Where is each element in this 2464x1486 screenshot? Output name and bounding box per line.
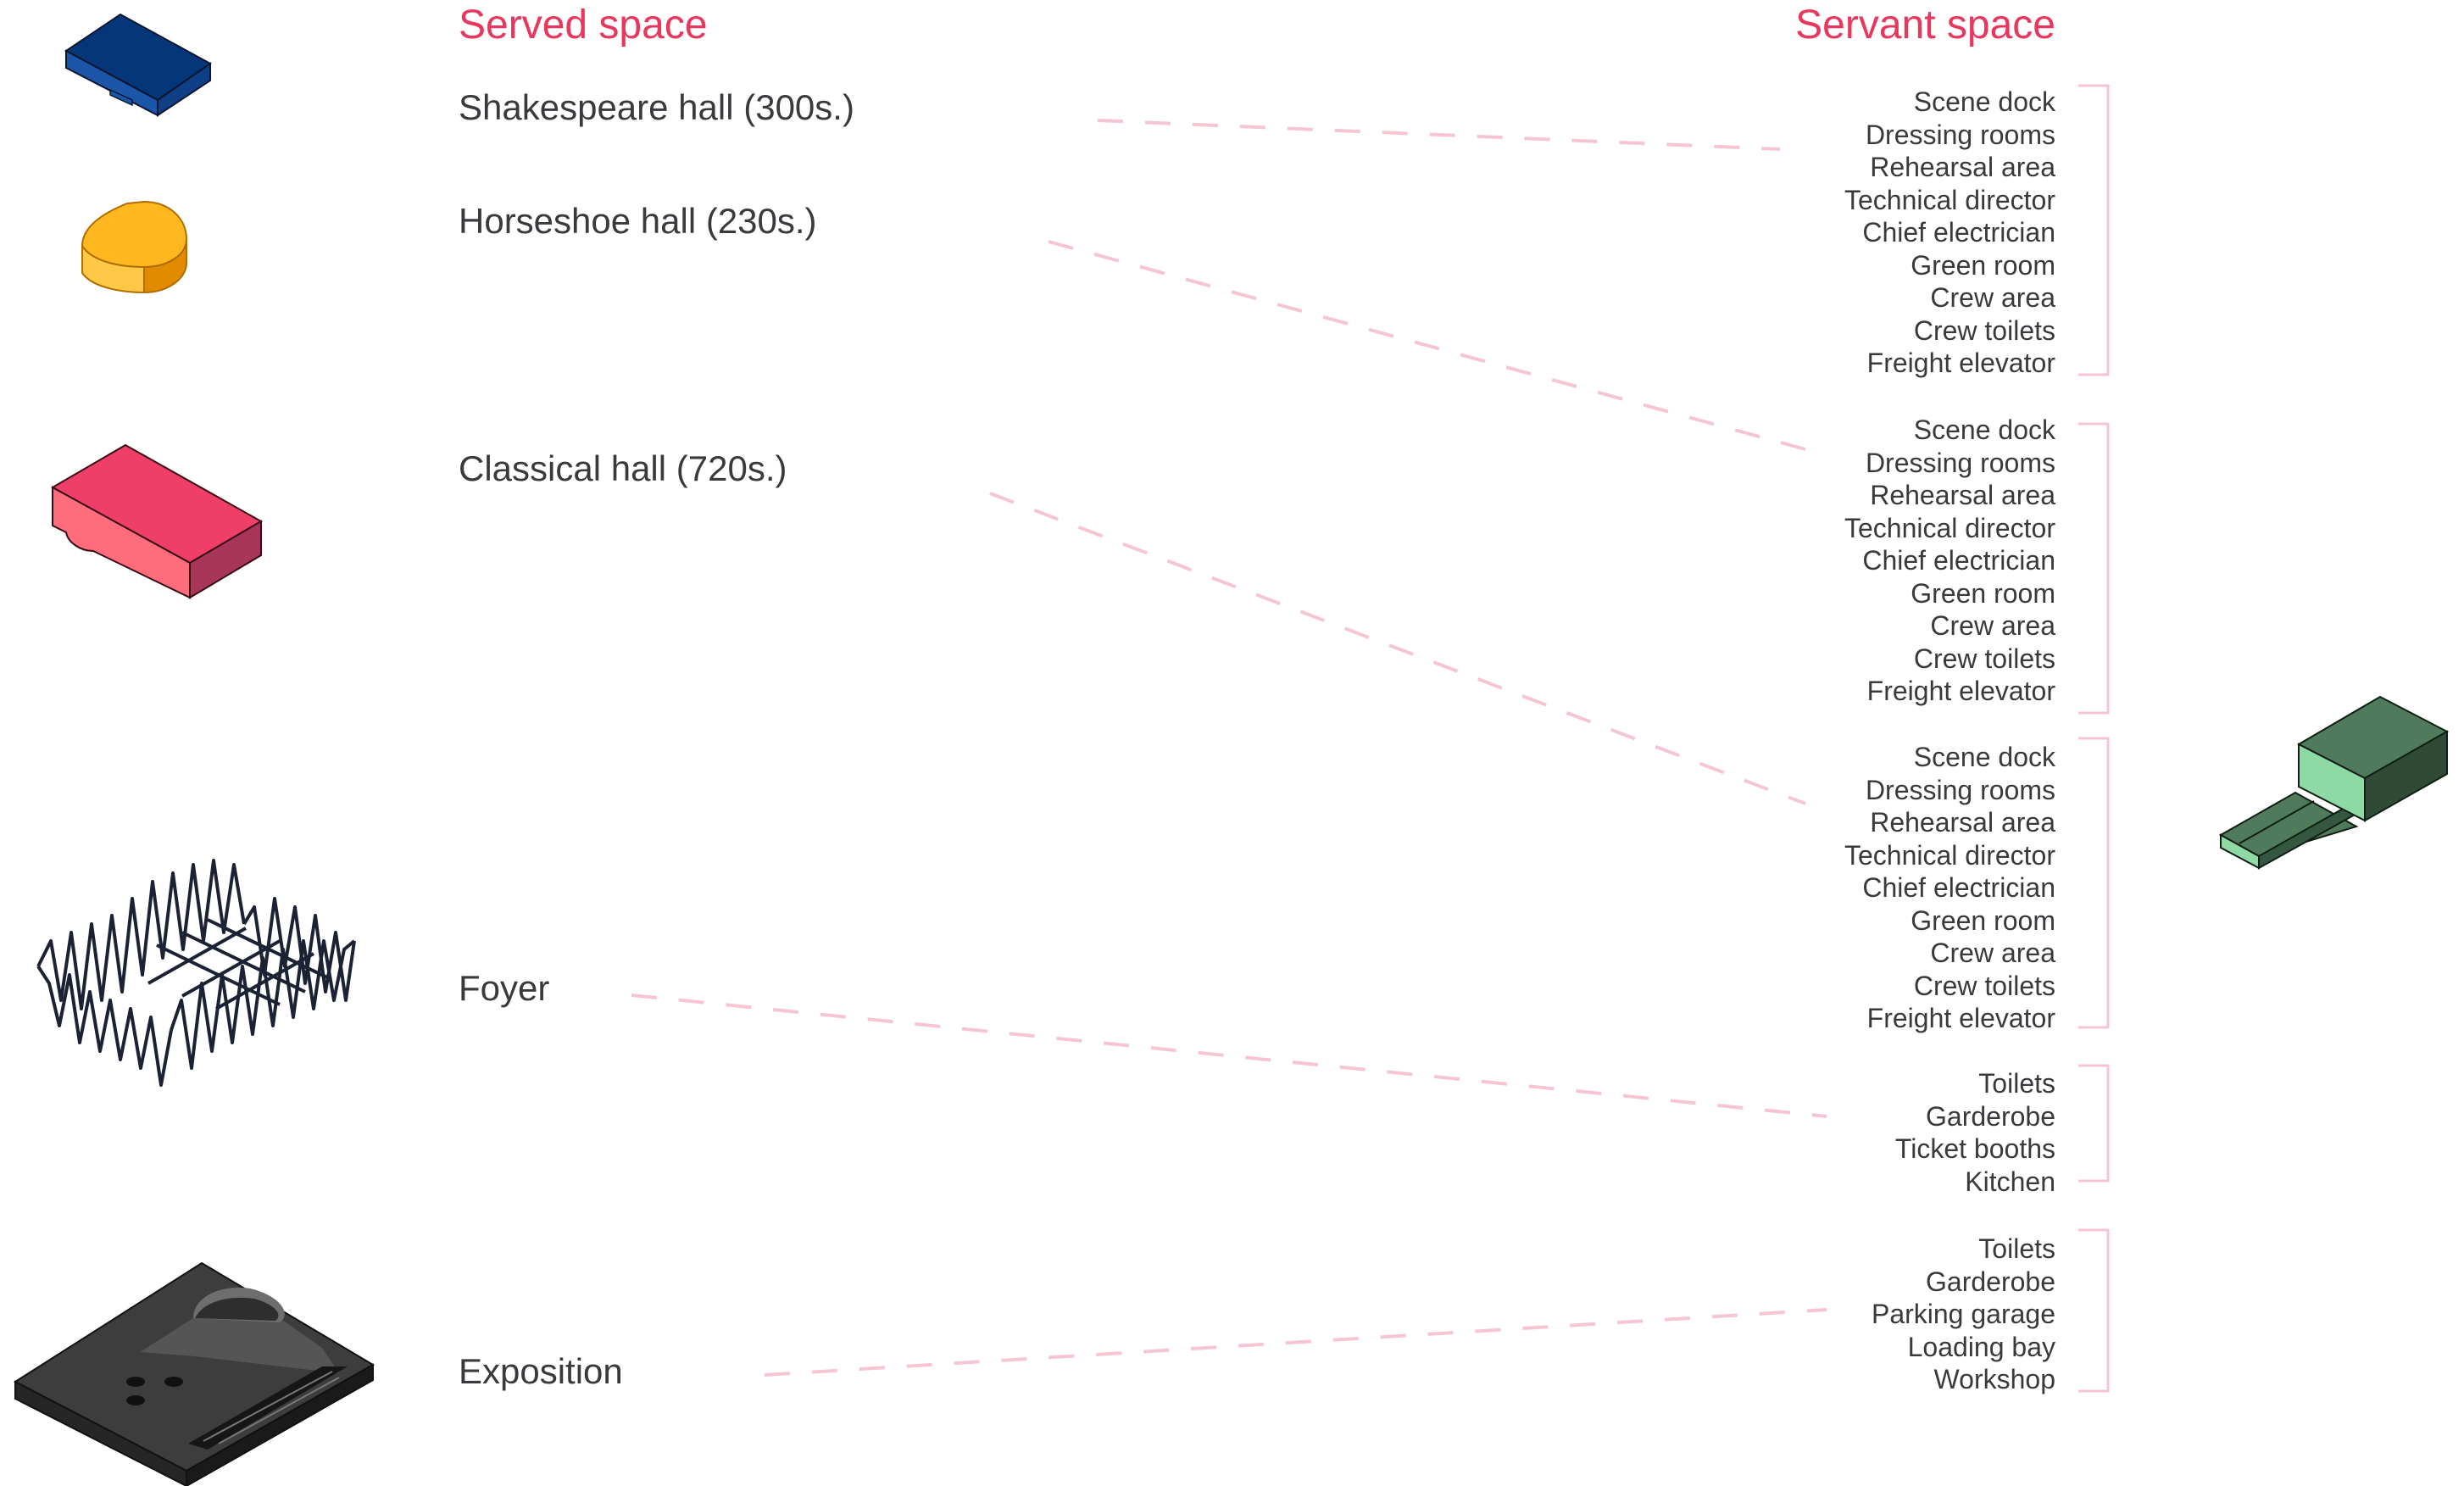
servant-item: Freight elevator [1867, 676, 2056, 706]
servant-item: Loading bay [1908, 1332, 2055, 1362]
dark-plate-icon [13, 1261, 375, 1486]
servant-item: Dressing rooms [1866, 120, 2055, 150]
blue-block-icon [64, 13, 212, 117]
yellow-drum-icon [81, 200, 188, 294]
zigzag-frame-icon [36, 859, 356, 1087]
bracket-group-1 [2078, 84, 2110, 376]
served-label-exposition: Exposition [459, 1351, 623, 1391]
servant-item: Dressing rooms [1866, 448, 2055, 478]
servant-item: Rehearsal area [1870, 807, 2055, 838]
servant-item: Freight elevator [1867, 348, 2056, 378]
servant-item: Chief electrician [1862, 872, 2055, 903]
bracket-group-3 [2078, 737, 2110, 1029]
servant-item: Crew toilets [1914, 315, 2055, 346]
servant-item: Chief electrician [1862, 217, 2055, 248]
servant-item: Chief electrician [1862, 545, 2055, 576]
servant-item: Toilets [1978, 1233, 2055, 1264]
servant-item: Dressing rooms [1866, 775, 2055, 805]
brackets [2078, 84, 2110, 1393]
servant-item: Scene dock [1914, 86, 2056, 117]
red-block-icon [50, 443, 264, 599]
servant-item: Technical director [1844, 185, 2055, 215]
connector-exposition [764, 1308, 1827, 1377]
servant-item: Ticket booths [1895, 1133, 2055, 1164]
servant-space-heading: Servant space [1795, 3, 2055, 47]
connector-horseshoe [1048, 240, 1806, 451]
servant-item: Technical director [1844, 840, 2055, 871]
servant-item: Scene dock [1914, 742, 2056, 772]
servant-item: Crew area [1930, 938, 2055, 968]
served-label-foyer: Foyer [459, 968, 549, 1008]
servant-item: Toilets [1978, 1068, 2055, 1099]
servant-item: Technical director [1844, 513, 2055, 543]
servant-item: Freight elevator [1867, 1003, 2056, 1033]
bracket-group-5 [2078, 1228, 2110, 1393]
connectors [631, 119, 1827, 1377]
served-label-horseshoe: Horseshoe hall (230s.) [459, 201, 817, 241]
servant-item: Rehearsal area [1870, 480, 2055, 510]
connector-shakespeare [1097, 119, 1781, 151]
servant-item: Garderobe [1926, 1101, 2055, 1132]
servant-item: Rehearsal area [1870, 152, 2055, 182]
servant-item: Scene dock [1914, 415, 2056, 445]
connector-classical [989, 492, 1806, 805]
servant-item: Garderobe [1926, 1266, 2055, 1297]
connector-foyer [631, 993, 1827, 1118]
servant-item: Green room [1911, 250, 2055, 281]
served-label-shakespeare: Shakespeare hall (300s.) [459, 87, 854, 127]
servant-item: Parking garage [1872, 1299, 2055, 1329]
served-labels: Shakespeare hall (300s.) Horseshoe hall … [459, 87, 854, 1391]
servant-item: Green room [1911, 578, 2055, 609]
served-space-heading: Served space [459, 3, 708, 47]
servant-item: Crew area [1930, 282, 2055, 313]
servant-item: Workshop [1934, 1364, 2055, 1394]
servant-item: Green room [1911, 905, 2055, 936]
bracket-group-2 [2078, 422, 2110, 715]
servant-item: Crew toilets [1914, 643, 2055, 674]
bracket-group-4 [2078, 1064, 2110, 1183]
servant-item: Kitchen [1965, 1166, 2055, 1197]
served-label-classical: Classical hall (720s.) [459, 448, 787, 488]
green-block-icon [2218, 695, 2450, 870]
servant-item: Crew toilets [1914, 971, 2055, 1001]
servant-item: Crew area [1930, 610, 2055, 641]
